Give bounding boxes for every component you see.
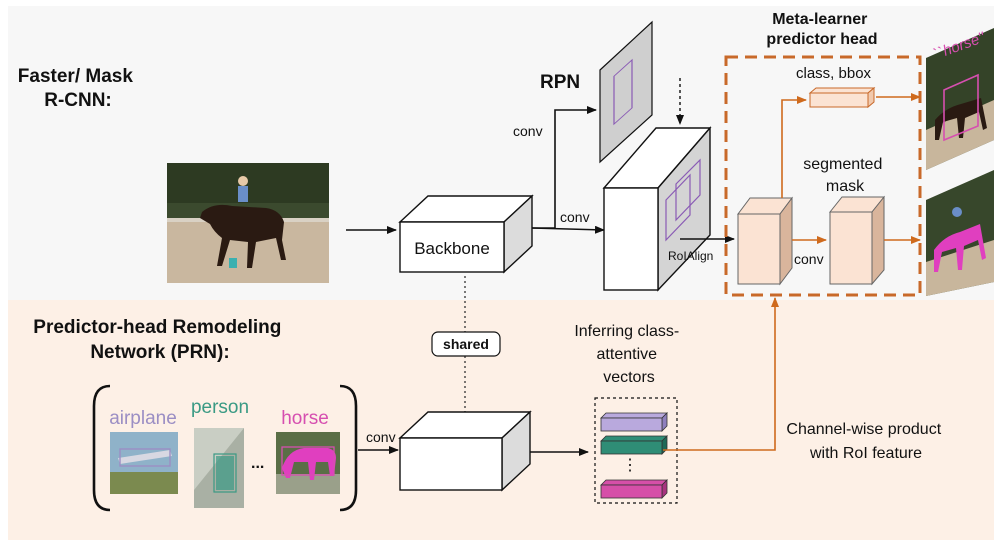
bottom-title-line2: Network (PRN): — [90, 342, 229, 363]
meta-head-title-line2: predictor head — [766, 31, 877, 48]
arrow-backbone-to-feature — [531, 225, 605, 234]
support-ellipsis: ... — [251, 455, 264, 472]
bottom-title-line1: Predictor-head Remodeling — [33, 317, 281, 338]
support-label-airplane: airplane — [109, 408, 177, 429]
support-label-person: person — [191, 397, 249, 418]
shared-badge — [431, 331, 501, 357]
conv-mask-label: conv — [794, 251, 824, 267]
inferring-line2: attentive — [597, 346, 658, 363]
mask-feature-box — [828, 195, 886, 286]
top-title-line1: Faster/ Mask — [18, 66, 134, 87]
support-thumb-airplane — [110, 432, 178, 494]
segmented-mask-line2: mask — [826, 178, 865, 195]
support-thumb-person — [194, 428, 244, 508]
feature-map-box — [602, 126, 712, 292]
backbone-label: Backbone — [414, 239, 490, 258]
meta-head-title: Meta-learner predictor head — [766, 11, 877, 48]
prn-backbone-box — [398, 410, 532, 492]
rpn-proposal-plane — [599, 20, 653, 164]
class-bbox-label: class, bbox — [796, 65, 872, 82]
input-horse-photo — [167, 163, 329, 283]
support-set-left-bracket — [92, 384, 111, 512]
meta-head-frame — [724, 55, 922, 297]
support-label-horse: horse — [281, 408, 329, 429]
output-detection-image — [926, 28, 994, 170]
feature-proposal-boxes — [665, 158, 701, 242]
class-bbox-box — [808, 86, 876, 109]
inferring-label: Inferring class- attentive vectors — [574, 323, 683, 386]
segmented-mask-line1: segmented — [803, 156, 882, 173]
support-thumb-horse — [276, 432, 340, 494]
shared-label: shared — [443, 336, 489, 352]
top-title-line2: R-CNN: — [44, 90, 112, 111]
conv-feature-label: conv — [560, 209, 590, 225]
arrow-vectors-to-head — [663, 297, 779, 451]
class-vector-2 — [600, 435, 668, 455]
class-vector-3 — [600, 479, 668, 499]
roi-feature-box — [737, 196, 793, 286]
conv-prn-label: conv — [366, 429, 396, 445]
support-set-right-bracket — [339, 384, 358, 512]
inferring-line3: vectors — [603, 369, 655, 386]
conv-rpn-label: conv — [513, 123, 543, 139]
bottom-section-title: Predictor-head Remodeling Network (PRN): — [33, 317, 286, 363]
vectors-group — [600, 412, 668, 499]
class-vector-1 — [600, 412, 668, 432]
rpn-label: RPN — [540, 72, 580, 93]
roialign-label: RoIAlign — [668, 249, 713, 263]
backbone-box — [398, 194, 534, 274]
output-mask-image — [926, 170, 994, 296]
meta-head-title-line1: Meta-learner — [772, 11, 867, 28]
top-section-title: Faster/ Mask R-CNN: — [18, 66, 138, 111]
segmented-mask-label: segmented mask — [803, 156, 887, 195]
inferring-line1: Inferring class- — [574, 323, 679, 340]
arrow-head-to-classbbox — [781, 96, 807, 198]
channel-note-line2: with RoI feature — [809, 445, 922, 462]
channel-note-line1: Channel-wise product — [786, 421, 941, 438]
vectors-vdots: ⋮ — [622, 457, 638, 474]
channel-note: Channel-wise product with RoI feature — [786, 421, 945, 462]
